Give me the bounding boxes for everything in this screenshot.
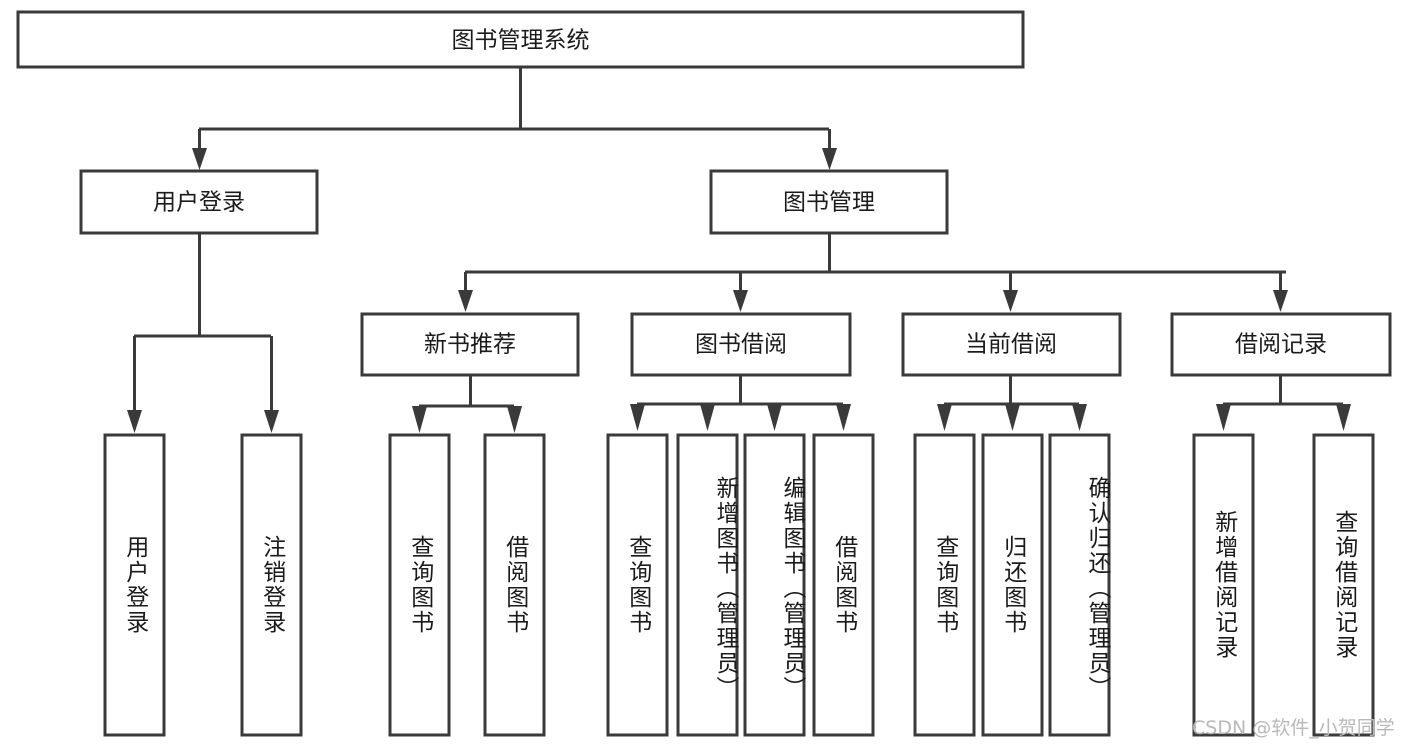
connector-group-book-management bbox=[458, 233, 1288, 312]
node-box-query-borrow-record[interactable] bbox=[1312, 433, 1375, 737]
node-box-borrow-records[interactable] bbox=[1170, 312, 1392, 377]
node-box-current-borrow[interactable] bbox=[901, 312, 1122, 377]
arrow-head-query-book-3 bbox=[937, 404, 952, 431]
connector-group-new-book-recommend bbox=[412, 375, 522, 433]
node-box-book-management[interactable] bbox=[709, 169, 949, 235]
connector-group-borrow-records bbox=[1216, 375, 1351, 431]
node-label-user-login: 用户登录 bbox=[153, 190, 245, 216]
arrow-head-new-book-recommend bbox=[458, 290, 473, 312]
arrow-head-borrow-records bbox=[1273, 290, 1288, 312]
node-box-borrow-book-2[interactable] bbox=[812, 433, 875, 737]
arrow-head-book-borrow bbox=[733, 290, 748, 312]
node-box-borrow-book-1[interactable] bbox=[483, 433, 546, 737]
node-box-user-login[interactable] bbox=[79, 169, 319, 235]
node-box-user-logout[interactable] bbox=[240, 433, 303, 737]
csdn-watermark: CSDN @软件_小贺同学 bbox=[1192, 717, 1395, 739]
arrow-head-add-book-admin bbox=[700, 404, 715, 431]
arrow-head-current-borrow bbox=[1003, 290, 1018, 312]
node-box-add-book-admin[interactable] bbox=[676, 433, 739, 737]
connector-group-current-borrow bbox=[937, 375, 1087, 431]
node-label-book-borrow: 图书借阅 bbox=[695, 332, 787, 358]
node-box-query-book-3[interactable] bbox=[913, 433, 976, 737]
arrow-head-add-borrow-record bbox=[1216, 404, 1231, 431]
node-box-new-book-recommend[interactable] bbox=[360, 312, 580, 377]
arrow-head-query-book-2 bbox=[630, 404, 645, 431]
node-box-root[interactable] bbox=[16, 10, 1025, 69]
arrow-head-user-login-do bbox=[127, 410, 142, 433]
node-box-query-book-1[interactable] bbox=[388, 433, 451, 737]
node-box-user-login-do[interactable] bbox=[103, 433, 166, 737]
node-box-edit-book-admin[interactable] bbox=[743, 433, 806, 737]
node-label-borrow-records: 借阅记录 bbox=[1235, 332, 1327, 358]
arrow-head-query-borrow-record bbox=[1336, 404, 1351, 431]
node-box-return-book[interactable] bbox=[981, 433, 1044, 737]
node-label-new-book-recommend: 新书推荐 bbox=[424, 332, 516, 358]
connector-group-user-login bbox=[127, 233, 279, 433]
node-label-root: 图书管理系统 bbox=[452, 28, 590, 54]
node-box-confirm-return-admin[interactable] bbox=[1048, 433, 1111, 737]
arrow-head-user-login bbox=[192, 148, 207, 170]
node-label-current-borrow: 当前借阅 bbox=[965, 332, 1057, 358]
arrow-head-book-management bbox=[822, 148, 837, 170]
connector-group-root bbox=[192, 67, 837, 170]
arrow-head-query-book-1 bbox=[412, 406, 427, 433]
arrow-head-confirm-return-admin bbox=[1072, 404, 1087, 431]
arrow-head-user-logout bbox=[264, 410, 279, 433]
arrow-head-edit-book-admin bbox=[767, 404, 782, 431]
connector-group-book-borrow bbox=[630, 375, 851, 431]
node-label-book-management: 图书管理 bbox=[783, 190, 875, 216]
arrow-head-borrow-book-1 bbox=[507, 406, 522, 433]
arrow-head-return-book bbox=[1005, 404, 1020, 431]
arrow-head-borrow-book-2 bbox=[836, 404, 851, 431]
node-box-book-borrow[interactable] bbox=[630, 312, 852, 377]
node-box-add-borrow-record[interactable] bbox=[1192, 433, 1255, 737]
node-box-query-book-2[interactable] bbox=[606, 433, 669, 737]
